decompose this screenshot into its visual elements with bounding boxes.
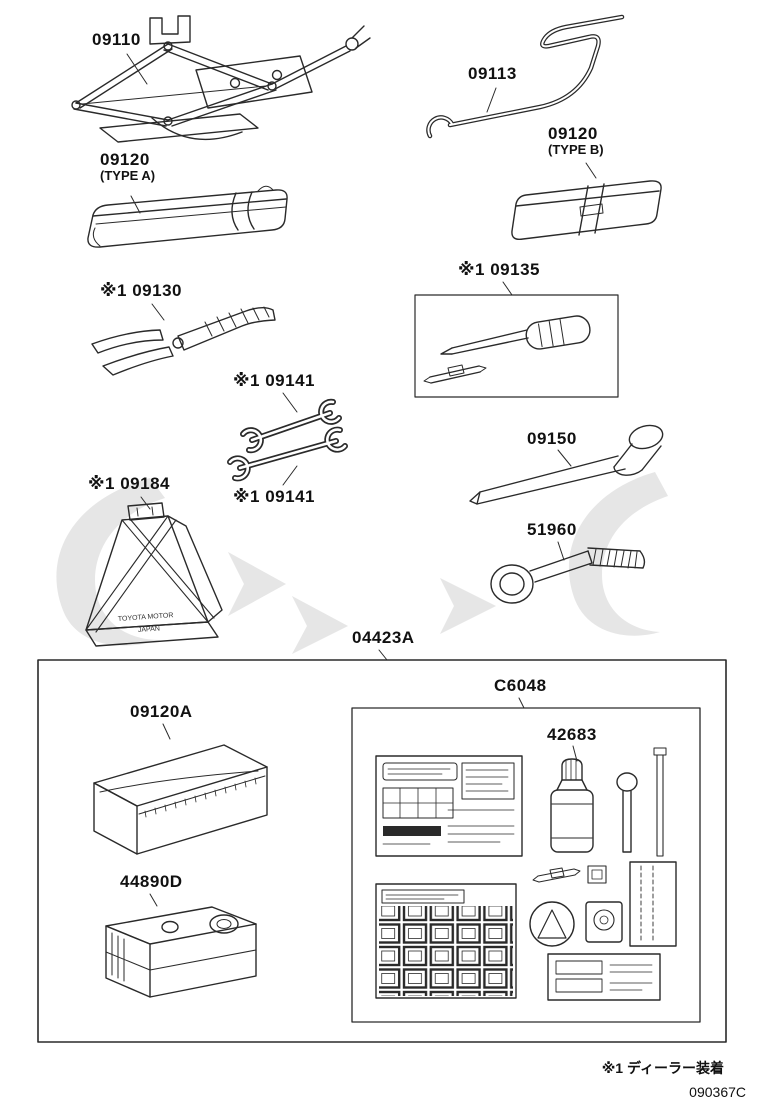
wrench-set-illustration (227, 398, 348, 482)
label-jack: 09110 (92, 30, 141, 49)
label-tool-bag-b-type: (TYPE B) (548, 142, 604, 158)
tool-case-illustration (93, 744, 268, 855)
label-air-compressor: 44890D (120, 872, 183, 891)
rod-tool-illustration (653, 747, 667, 857)
wheel-chock-illustration: TOYOTA MOTOR JAPAN (85, 502, 223, 647)
leader-wheel-chock (140, 496, 151, 510)
instruction-card-illustration (375, 755, 523, 857)
leader-first-aid-kit (518, 697, 525, 709)
round-item-box-illustration (585, 901, 623, 943)
leader-lines (126, 53, 597, 907)
leader-screwdriver (502, 281, 513, 296)
sealant-bottle-illustration (550, 758, 594, 853)
label-pliers: ※1 09130 (100, 281, 182, 300)
label-tool-bag-a-type: (TYPE A) (100, 168, 156, 184)
warning-sticker-illustration (529, 901, 575, 947)
jack-illustration (71, 15, 371, 143)
leader-pliers (151, 303, 165, 321)
small-box-illustration (587, 865, 607, 884)
kit-box-outline (37, 659, 727, 1043)
air-compressor-illustration (105, 906, 257, 998)
document-code: 090367C (689, 1084, 746, 1100)
leader-jack (126, 53, 148, 85)
label-tool-case: 09120A (130, 702, 193, 721)
first-aid-box-outline (351, 707, 701, 1023)
leader-wheel-nut-wrench (557, 449, 572, 467)
handle-rod-illustration (426, 14, 625, 139)
leader-tow-hook (557, 541, 565, 561)
label-screwdriver: ※1 09135 (458, 260, 540, 279)
chock-stamp-line2: JAPAN (138, 625, 160, 634)
label-handle-rod: 09113 (468, 64, 517, 83)
label-first-aid-kit: C6048 (494, 676, 547, 695)
wheel-nut-wrench-illustration (469, 424, 664, 505)
tool-bag-a-illustration (87, 185, 288, 248)
label-wrench-upper: ※1 09141 (233, 371, 315, 390)
leader-tool-bag-a (130, 195, 141, 214)
tool-bag-b-illustration (511, 180, 662, 241)
label-tool-bag-a-number: 09120 (100, 150, 150, 169)
leader-tool-case (162, 723, 171, 740)
label-wheel-chock: ※1 09184 (88, 474, 170, 493)
screwdriver-illustration (414, 294, 619, 398)
leader-wrench-lower (282, 465, 298, 486)
leader-wrench-upper (282, 392, 298, 413)
bandage-grid-illustration (375, 883, 517, 999)
pliers-illustration (91, 306, 276, 376)
label-sealant-bottle: 42683 (547, 725, 597, 744)
leader-tool-kit-box (378, 649, 388, 661)
label-tow-hook: 51960 (527, 520, 577, 539)
leader-air-compressor (149, 893, 158, 907)
label-tool-bag-b-number: 09120 (548, 124, 598, 143)
gauze-pack-illustration (629, 861, 677, 947)
round-head-tool-illustration (616, 772, 638, 853)
label-wrench-lower: ※1 09141 (233, 487, 315, 506)
label-wheel-nut-wrench: 09150 (527, 429, 577, 448)
leader-handle-rod (486, 87, 497, 113)
dealer-installed-note: ※1 ディーラー装着 (601, 1060, 724, 1076)
label-tool-bag-b: 09120 (TYPE B) (548, 124, 604, 158)
label-tool-kit-box: 04423A (352, 628, 415, 647)
leader-sealant-bottle (572, 745, 578, 762)
label-tool-bag-a: 09120 (TYPE A) (100, 150, 155, 184)
chock-stamp-line1: TOYOTA MOTOR (118, 612, 174, 623)
screwdriver-box-outline (414, 294, 619, 398)
label-box-illustration (547, 953, 661, 1001)
tow-hook-illustration (490, 547, 646, 604)
leader-tool-bag-b (585, 162, 597, 179)
valve-core-illustration (532, 867, 581, 883)
watermark (56, 472, 668, 654)
